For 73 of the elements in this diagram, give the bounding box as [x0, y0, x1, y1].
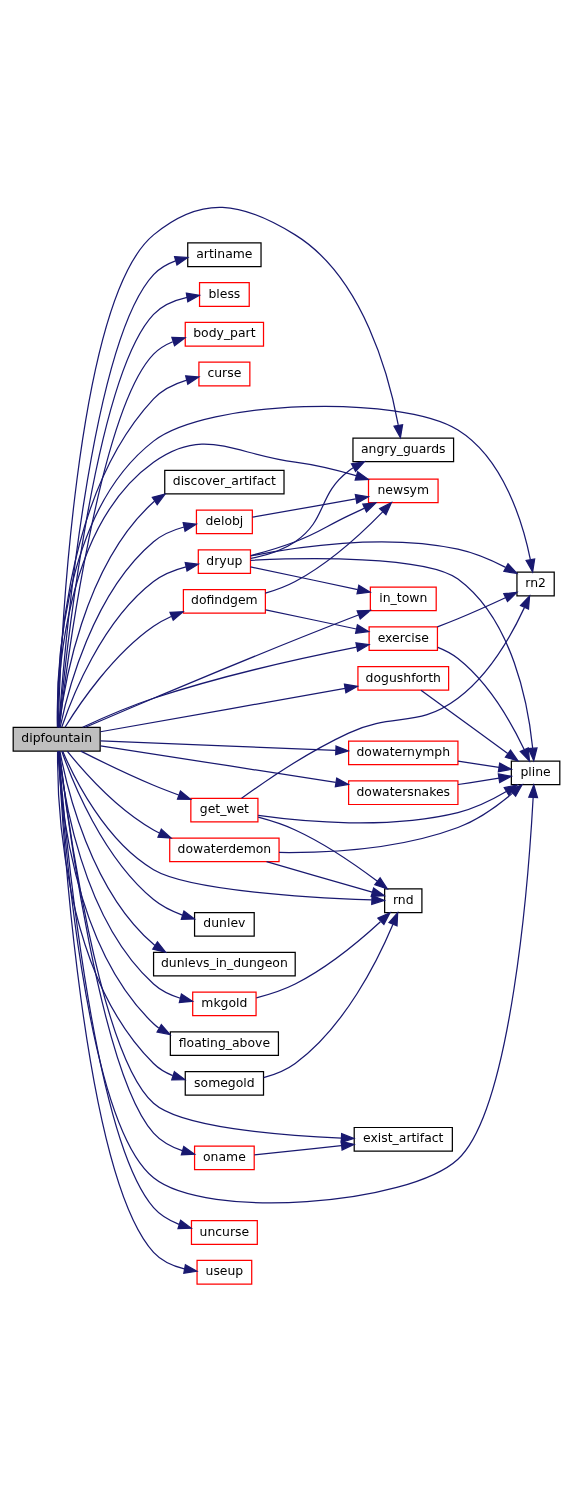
arrow: [249, 566, 372, 595]
arrow: [253, 1140, 356, 1156]
arrow: [59, 750, 168, 954]
node-box: rn2: [516, 571, 555, 597]
arrow: [265, 609, 371, 634]
node-box: dofindgem: [182, 588, 266, 614]
arrow: [257, 816, 389, 891]
arrow: [58, 750, 356, 1144]
arrow: [61, 561, 201, 728]
arrow: [262, 910, 399, 1079]
node-box: rnd: [384, 888, 423, 914]
arrow: [58, 493, 167, 728]
node-box: artiname: [187, 242, 262, 268]
arrow: [457, 760, 514, 773]
arrow: [58, 750, 195, 1004]
node-box: discover_artifact: [164, 469, 285, 495]
arrow: [82, 642, 371, 728]
arrow: [99, 683, 360, 733]
arrow: [265, 861, 387, 898]
node-box: curse: [198, 361, 251, 387]
node-box: bless: [198, 282, 250, 307]
arrow: [59, 522, 199, 729]
node-box: get_wet: [190, 797, 259, 823]
arrow: [57, 750, 539, 1204]
node-box: pline: [510, 760, 561, 786]
node-box: dipfountain: [12, 726, 101, 752]
arrow: [56, 375, 201, 728]
arrow: [99, 740, 351, 756]
arrow: [251, 493, 371, 518]
node-box: exist_artifact: [353, 1126, 453, 1152]
node-box: floating_above: [169, 1031, 280, 1057]
arrow: [56, 405, 536, 728]
arrow: [62, 750, 387, 906]
node-box: somegold: [184, 1071, 265, 1096]
arrow: [436, 591, 519, 628]
arrow: [64, 610, 185, 728]
arrow: [437, 646, 531, 763]
node-box: angry_guards: [352, 437, 455, 463]
node-box: newsym: [367, 478, 439, 504]
arrow: [57, 750, 187, 1081]
arrow: [80, 750, 193, 800]
arrow: [57, 206, 404, 728]
arrow: [99, 745, 351, 788]
node-box: dowaternymph: [348, 740, 459, 766]
node-box: dunlevs_in_dungeon: [152, 951, 296, 977]
node-box: exercise: [368, 626, 439, 652]
arrow: [58, 750, 197, 1156]
node-box: dowaterdemon: [169, 837, 280, 863]
node-box: in_town: [369, 586, 437, 612]
arrow: [250, 502, 378, 557]
node-box: delobj: [195, 509, 253, 535]
node-box: useup: [196, 1259, 253, 1285]
arrow: [420, 689, 520, 763]
node-box: dunlev: [193, 911, 255, 937]
node-box: oname: [193, 1145, 255, 1171]
arrow: [250, 541, 519, 575]
node-box: body_part: [184, 321, 265, 347]
arrow: [264, 501, 393, 594]
arrow: [57, 751, 172, 1036]
arrow: [84, 609, 373, 728]
arrow: [255, 911, 392, 999]
arrow: [457, 773, 514, 786]
arrow: [66, 750, 173, 839]
arrow: [58, 336, 187, 728]
node-box: uncurse: [190, 1220, 258, 1245]
node-box: dowatersnakes: [348, 780, 459, 806]
arrow: [61, 750, 197, 920]
node-box: mkgold: [192, 991, 257, 1017]
node-box: dryup: [197, 549, 252, 575]
node-box: dogushforth: [357, 666, 450, 691]
arrow: [57, 443, 371, 728]
arrow: [250, 460, 367, 560]
arrow: [250, 558, 538, 763]
